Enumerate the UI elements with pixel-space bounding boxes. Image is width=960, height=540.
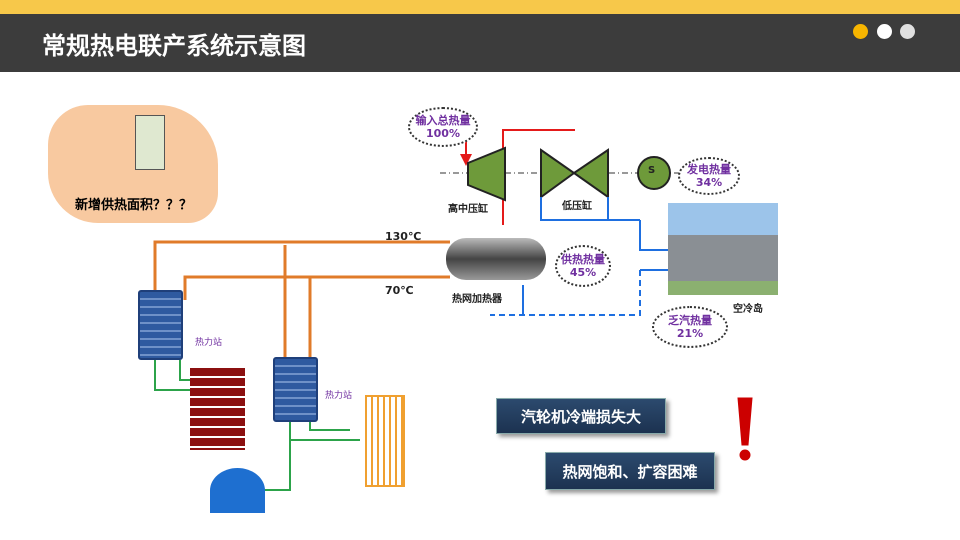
apartment-building-icon bbox=[210, 468, 265, 513]
demand-label: 新增供热面积？？？ bbox=[75, 198, 193, 213]
callout-cold-end-loss: 汽轮机冷端损失大 bbox=[496, 398, 666, 434]
plate-heat-exchanger-2 bbox=[273, 357, 318, 422]
air-cooler-label: 空冷岛 bbox=[733, 304, 763, 315]
lp-turbine-right bbox=[572, 148, 609, 199]
residential-building-icon bbox=[190, 368, 245, 450]
header-bar bbox=[0, 14, 960, 72]
demand-blob bbox=[48, 105, 218, 223]
supply-pipe bbox=[153, 240, 450, 300]
lp-turbine-left bbox=[540, 148, 576, 199]
callout-network-saturation: 热网饱和、扩容困难 bbox=[545, 452, 715, 490]
heat-exchanger-heater bbox=[446, 238, 546, 280]
supply-temp: 130℃ bbox=[385, 230, 422, 243]
building-icon bbox=[135, 115, 165, 170]
page-title: 常规热电联产系统示意图 bbox=[42, 32, 306, 60]
heater-label: 热网加热器 bbox=[452, 294, 502, 305]
return-pipe bbox=[183, 275, 450, 300]
hp-turbine-label: 高中压缸 bbox=[448, 204, 488, 215]
nav-dot-2[interactable] bbox=[877, 24, 892, 39]
return-temp: 70℃ bbox=[385, 284, 414, 297]
lp-turbine-label: 低压缸 bbox=[562, 201, 592, 212]
generator-symbol: S bbox=[648, 165, 656, 176]
air-cooler-photo bbox=[668, 203, 778, 295]
nav-dot-3[interactable] bbox=[900, 24, 915, 39]
hp-turbine bbox=[467, 146, 506, 202]
station-2-label: 热力站 bbox=[325, 391, 353, 401]
generator bbox=[637, 156, 671, 190]
plate-heat-exchanger-1 bbox=[138, 290, 183, 360]
nav-dot-1[interactable] bbox=[853, 24, 868, 39]
station-1-label: 热力站 bbox=[195, 338, 223, 348]
top-accent-bar bbox=[0, 0, 960, 14]
office-building-icon bbox=[365, 395, 405, 487]
